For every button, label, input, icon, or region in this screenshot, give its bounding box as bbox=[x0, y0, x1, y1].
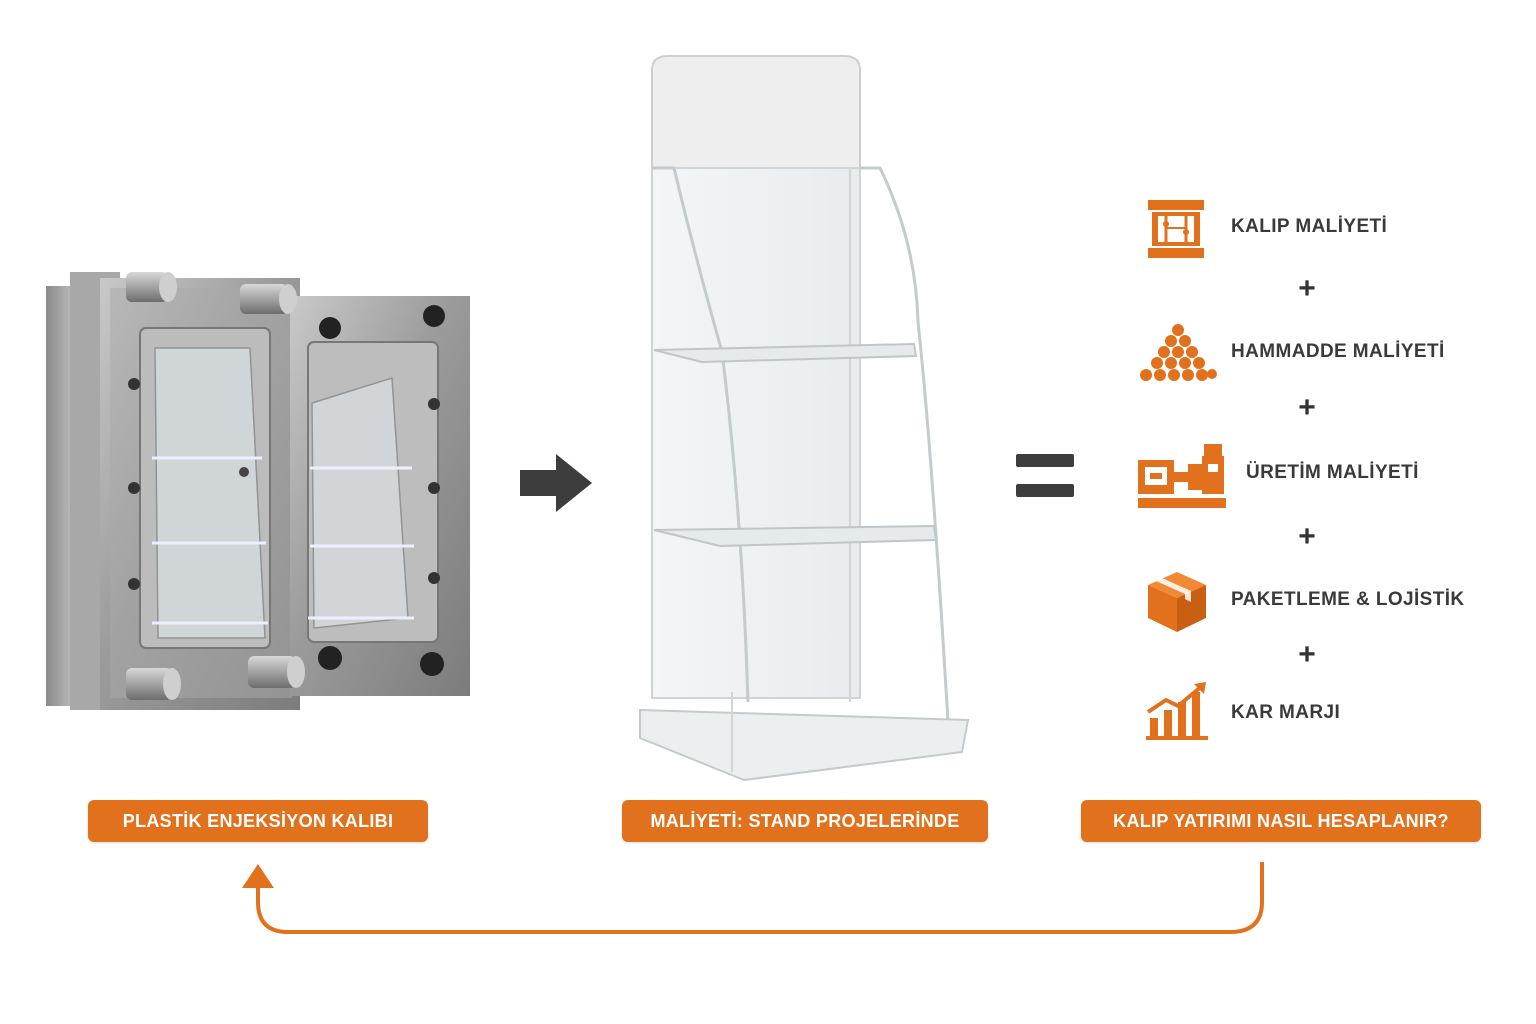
mold-illustration bbox=[46, 272, 470, 710]
plus-sign-2: + bbox=[1298, 391, 1316, 424]
mold-icon bbox=[1148, 200, 1204, 258]
growth-chart-icon bbox=[1146, 682, 1208, 740]
cost-item-mold bbox=[1146, 198, 1206, 260]
return-arrow-icon bbox=[242, 862, 1264, 934]
cost-item-raw-material bbox=[1138, 322, 1218, 384]
cost-item-profit bbox=[1144, 678, 1212, 742]
cost-label-packaging: PAKETLEME & LOJİSTİK bbox=[1231, 589, 1465, 610]
cost-item-packaging bbox=[1146, 570, 1208, 634]
injection-machine-icon bbox=[1138, 444, 1226, 508]
equals-icon bbox=[1016, 454, 1074, 497]
cost-label-production: ÜRETİM MALİYETİ bbox=[1246, 462, 1419, 483]
right-arrow-icon bbox=[520, 454, 592, 512]
stand-cost-label: MALİYETİ: STAND PROJELERİNDE bbox=[622, 800, 988, 842]
investment-question-label: KALIP YATIRIMI NASIL HESAPLANIR? bbox=[1081, 800, 1481, 842]
plus-sign-1: + bbox=[1298, 272, 1316, 305]
plus-sign-4: + bbox=[1298, 638, 1316, 671]
cost-label-mold: KALIP MALİYETİ bbox=[1231, 216, 1388, 237]
cost-item-production bbox=[1138, 442, 1228, 512]
mold-label: PLASTİK ENJEKSİYON KALIBI bbox=[88, 800, 428, 842]
package-box-icon bbox=[1148, 572, 1206, 632]
cost-label-raw-material: HAMMADDE MALİYETİ bbox=[1231, 341, 1445, 362]
raw-material-pellets-icon bbox=[1140, 324, 1217, 381]
cost-label-profit: KAR MARJI bbox=[1231, 702, 1341, 723]
acrylic-stand-illustration bbox=[639, 55, 970, 782]
plus-sign-3: + bbox=[1298, 520, 1316, 553]
